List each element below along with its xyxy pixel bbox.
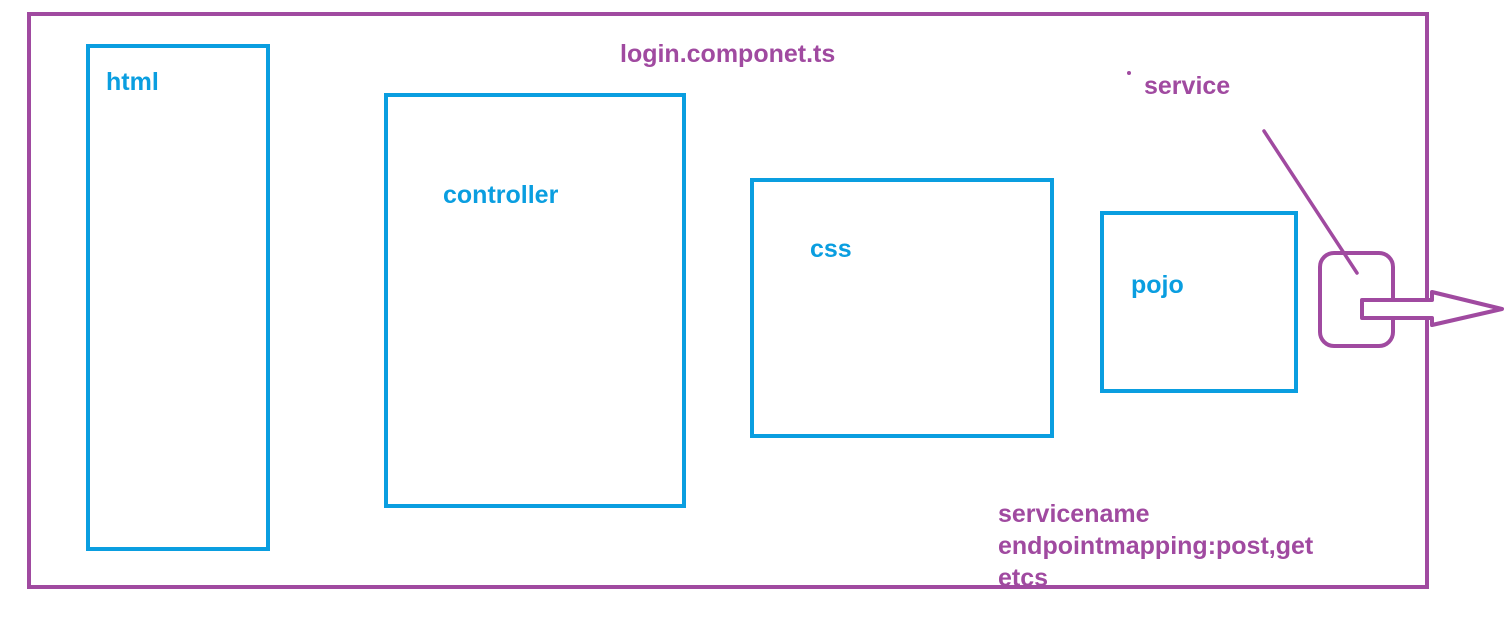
outbound-arrow-icon (1360, 290, 1504, 327)
controller-box (384, 93, 686, 508)
html-box (86, 44, 270, 551)
stray-dot (1127, 71, 1131, 75)
pojo-box (1100, 211, 1298, 393)
css-box-label: css (810, 235, 852, 263)
service-note-endpoint: endpointmapping:post,get (998, 532, 1314, 560)
html-box-label: html (106, 68, 159, 96)
component-title: login.componet.ts (620, 40, 836, 68)
service-notes: servicename endpointmapping:post,get etc… (998, 498, 1313, 594)
service-label: service (1144, 72, 1231, 100)
pojo-box-label: pojo (1131, 271, 1184, 299)
css-box (750, 178, 1054, 438)
controller-box-label: controller (443, 181, 559, 209)
service-leader-line (1262, 129, 1359, 275)
service-note-name: servicename (998, 500, 1150, 528)
service-note-etcs: etcs (998, 564, 1049, 592)
